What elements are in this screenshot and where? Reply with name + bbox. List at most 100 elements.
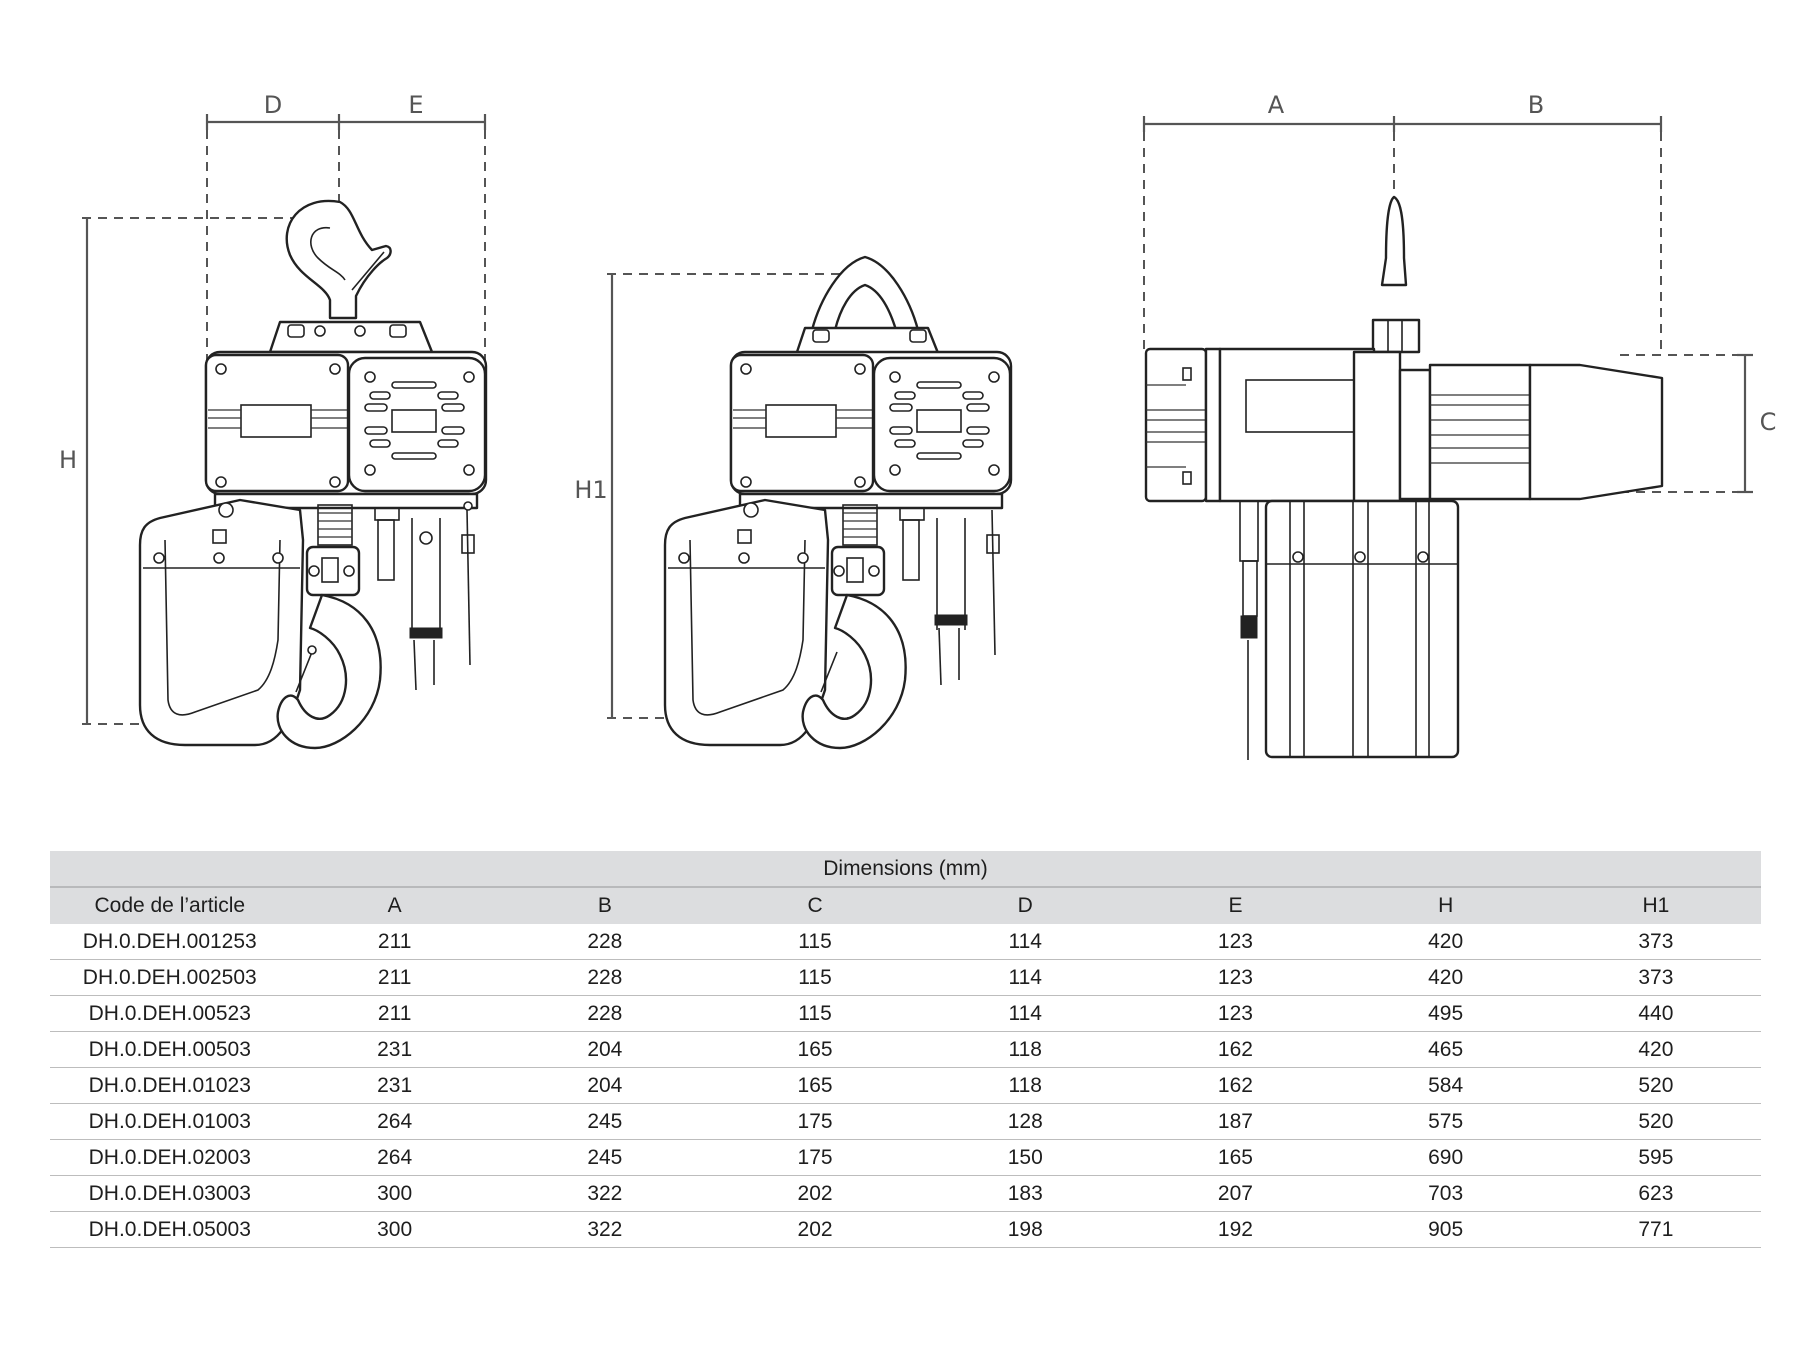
hoist-body	[204, 350, 488, 496]
cell-b: 228	[499, 924, 710, 960]
gearbox	[1144, 347, 1208, 503]
col-header-e: E	[1130, 887, 1341, 924]
cell-e: 165	[1130, 1139, 1341, 1176]
label-e: E	[408, 91, 423, 119]
cell-d: 128	[920, 1103, 1131, 1140]
chain-bag	[1264, 499, 1460, 759]
cell-c: 115	[709, 924, 921, 960]
cell-c: 175	[709, 1103, 921, 1140]
motor-fan-cover	[1528, 363, 1664, 501]
technical-drawings: D E H	[59, 91, 1776, 760]
cell-h: 584	[1340, 1067, 1551, 1104]
col-header-a: A	[289, 887, 500, 924]
col-header-h1: H1	[1550, 887, 1761, 924]
cell-h1: 420	[1550, 1031, 1761, 1068]
dimension-d-e: D E	[205, 91, 487, 360]
cell-b: 228	[499, 959, 710, 996]
cell-h1: 440	[1550, 995, 1761, 1032]
cell-code: DH.0.DEH.01023	[50, 1067, 290, 1104]
cell-d: 118	[920, 1031, 1131, 1068]
cell-b: 322	[499, 1211, 710, 1248]
cell-e: 123	[1130, 959, 1341, 996]
front-view-without-hook: H1	[574, 255, 1013, 750]
label-h1: H1	[574, 476, 607, 504]
label-b: B	[1528, 91, 1544, 119]
cell-e: 192	[1130, 1211, 1341, 1248]
cell-c: 115	[709, 959, 921, 996]
motor-flange	[1398, 368, 1432, 501]
top-hook-icon	[285, 199, 392, 320]
dimensions-table: Dimensions (mm) Code de l’article A B C …	[50, 851, 1761, 1248]
cell-code: DH.0.DEH.001253	[50, 924, 290, 960]
cell-b: 245	[499, 1139, 710, 1176]
top-hook-side-icon	[1380, 195, 1408, 287]
cell-h1: 373	[1550, 959, 1761, 996]
cell-a: 211	[289, 959, 500, 996]
hook-mount	[1371, 318, 1421, 354]
cell-h: 420	[1340, 959, 1551, 996]
cell-b: 204	[499, 1031, 710, 1068]
cell-d: 114	[920, 995, 1131, 1032]
col-header-c: C	[709, 887, 921, 924]
cell-c: 165	[709, 1031, 921, 1068]
cell-a: 300	[289, 1211, 500, 1248]
col-header-code: Code de l’article	[50, 887, 290, 924]
suspension-eye-icon	[810, 255, 920, 332]
dimension-a-b: A B	[1142, 91, 1663, 355]
label-d: D	[264, 91, 282, 119]
cell-a: 264	[289, 1139, 500, 1176]
label-h: H	[59, 446, 77, 474]
cable-gland-side	[1240, 615, 1258, 639]
cell-a: 231	[289, 1031, 500, 1068]
cell-c: 165	[709, 1067, 921, 1104]
cell-h1: 520	[1550, 1067, 1761, 1104]
col-header-d: D	[920, 887, 1131, 924]
cell-code: DH.0.DEH.01003	[50, 1103, 290, 1140]
cell-e: 162	[1130, 1031, 1341, 1068]
cell-c: 175	[709, 1139, 921, 1176]
cell-code: DH.0.DEH.002503	[50, 959, 290, 996]
center-housing	[1218, 347, 1376, 503]
motor	[1428, 363, 1532, 501]
cell-h: 703	[1340, 1175, 1551, 1212]
cell-h: 495	[1340, 995, 1551, 1032]
dimension-c: C	[1620, 353, 1776, 494]
cell-b: 228	[499, 995, 710, 1032]
dimension-h1: H1	[574, 273, 850, 719]
cell-code: DH.0.DEH.00523	[50, 995, 290, 1032]
cell-h: 420	[1340, 924, 1551, 960]
chain-guide	[377, 519, 395, 581]
cell-a: 211	[289, 995, 500, 1032]
cell-c: 202	[709, 1211, 921, 1248]
col-header-b: B	[499, 887, 710, 924]
front-view-with-hook: D E H	[59, 91, 488, 750]
lower-plate	[213, 492, 479, 510]
column-headers: Code de l’article A B C D E H H1	[50, 887, 1761, 924]
cell-h1: 771	[1550, 1211, 1761, 1248]
side-view: A B C	[1142, 91, 1776, 760]
bottom-hook-icon	[276, 593, 382, 750]
cell-d: 150	[920, 1139, 1131, 1176]
cell-h1: 623	[1550, 1175, 1761, 1212]
cell-d: 198	[920, 1211, 1131, 1248]
cell-c: 202	[709, 1175, 921, 1212]
cell-b: 322	[499, 1175, 710, 1212]
cell-b: 245	[499, 1103, 710, 1140]
cell-h: 575	[1340, 1103, 1551, 1140]
cell-d: 183	[920, 1175, 1131, 1212]
cell-h: 690	[1340, 1139, 1551, 1176]
cell-e: 187	[1130, 1103, 1341, 1140]
cell-e: 162	[1130, 1067, 1341, 1104]
cell-e: 123	[1130, 995, 1341, 1032]
bottom-hook-middle-icon	[801, 593, 907, 750]
cell-c: 115	[709, 995, 921, 1032]
col-header-h: H	[1340, 887, 1551, 924]
cell-a: 264	[289, 1103, 500, 1140]
